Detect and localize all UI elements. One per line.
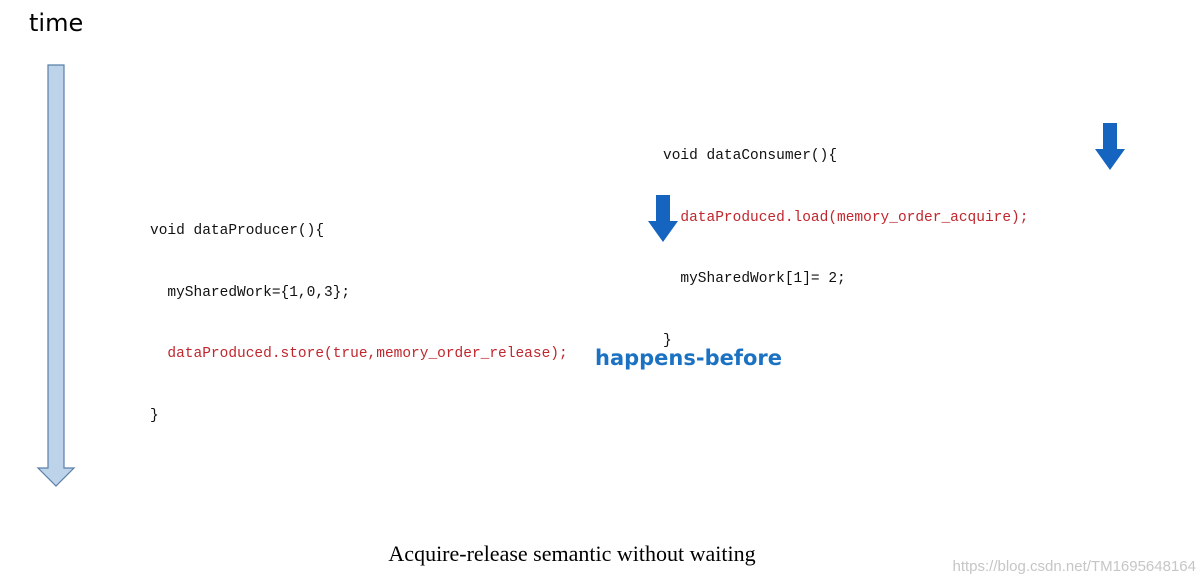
watermark: https://blog.csdn.net/TM1695648164: [952, 558, 1196, 575]
consumer-line-4: }: [663, 332, 672, 349]
producer-line-2: mySharedWork={1,0,3};: [150, 284, 351, 301]
consumer-line-3: mySharedWork[1]= 2;: [663, 271, 846, 287]
happens-before-label: happens-before: [595, 346, 783, 370]
consumer-code-block: void dataConsumer(){ dataProduced.load(m…: [663, 105, 1028, 372]
consumer-line-1: void dataConsumer(){: [663, 148, 838, 164]
release-down-arrow-icon: [648, 195, 678, 242]
time-arrow: [36, 64, 76, 487]
consumer-acquire-load-line: dataProduced.load(memory_order_acquire);: [663, 209, 1029, 226]
acquire-down-arrow-icon: [1095, 123, 1125, 170]
time-arrow-shape: [36, 64, 76, 487]
producer-line-4: }: [150, 407, 159, 424]
figure-caption: Acquire-release semantic without waiting: [388, 541, 756, 566]
producer-release-store-line: dataProduced.store(true,memory_order_rel…: [150, 346, 568, 362]
producer-code-block: void dataProducer(){ mySharedWork={1,0,3…: [150, 180, 568, 447]
time-label: time: [29, 9, 84, 37]
producer-line-1: void dataProducer(){: [150, 223, 325, 239]
